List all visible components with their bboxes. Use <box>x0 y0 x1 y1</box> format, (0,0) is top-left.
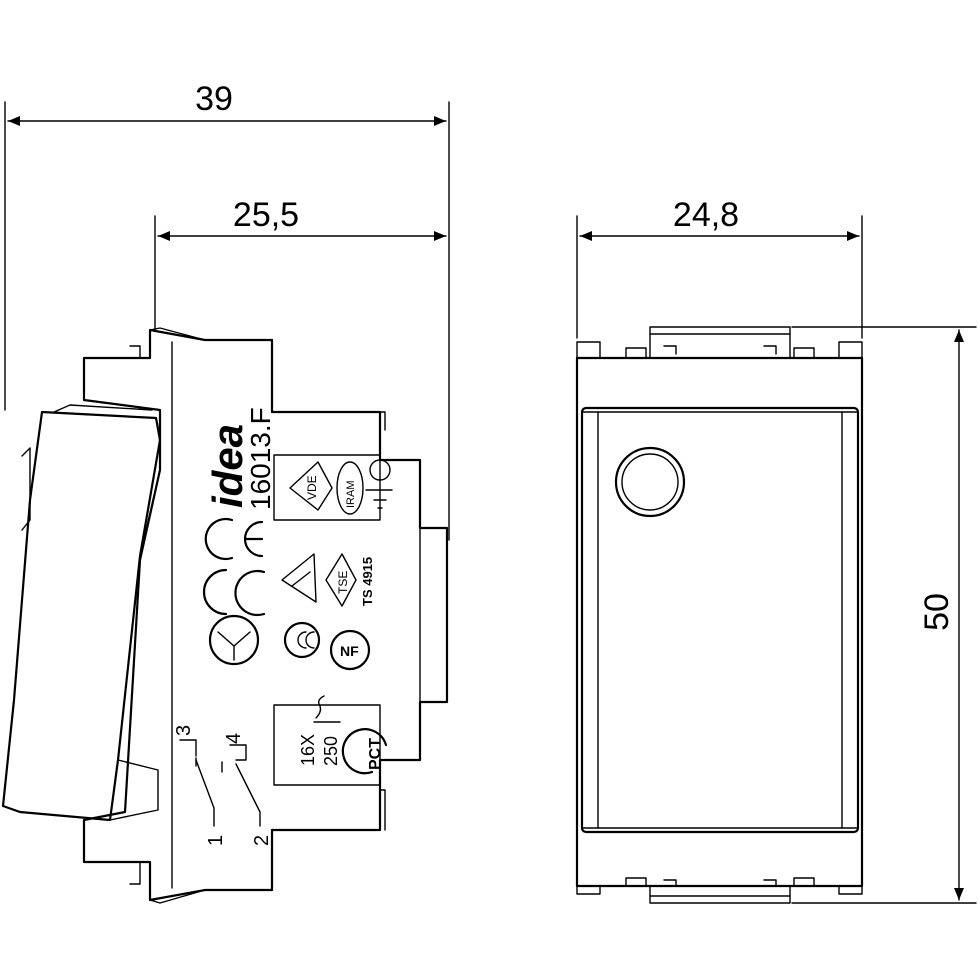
cert-mark-vde: VDE <box>289 461 333 511</box>
cert-mark-iram: IRAM <box>336 461 364 515</box>
svg-text:VDE: VDE <box>305 475 319 500</box>
dimension-body-depth: 25,5 <box>154 196 447 331</box>
dimension-front-height: 50 <box>791 326 977 904</box>
front-housing <box>575 356 864 888</box>
cert-mark-tse: TSE <box>325 553 357 607</box>
svg-text:PCT: PCT <box>367 738 384 770</box>
rating-voltage-label: 250 <box>321 736 341 766</box>
svg-text:IRAM: IRAM <box>345 481 357 509</box>
dimension-front-width: 24,8 <box>576 196 863 339</box>
cert-mark-nf: NF <box>329 629 371 671</box>
standard-code-label: TS 4915 <box>360 557 375 606</box>
svg-text:TSE: TSE <box>336 571 350 594</box>
terminal-4-label: 4 <box>223 733 245 744</box>
terminal-1-label: 1 <box>205 835 227 846</box>
dimension-overall-width: 39 <box>4 80 450 541</box>
svg-text:NF: NF <box>340 643 359 659</box>
dimension-body-depth-label: 25,5 <box>233 196 299 234</box>
model-label: 16013.F <box>245 407 276 510</box>
cert-mark-mexico <box>208 614 260 666</box>
front-key-face <box>580 406 860 834</box>
cert-mark-semko <box>281 553 317 603</box>
cert-mark-pct: PCT <box>341 728 388 775</box>
ground-symbol-icon <box>365 459 393 509</box>
wiring-diagram: 3 4 1 2 <box>173 725 273 846</box>
indicator-lens <box>614 446 686 518</box>
terminal-2-label: 2 <box>251 835 273 846</box>
cert-mark-ccc <box>283 621 321 659</box>
c-mark-icon <box>202 568 266 617</box>
mounting-frame <box>82 328 449 902</box>
side-view: idea 16013.F VDE IRAM TSE <box>1 327 449 904</box>
front-view <box>575 326 864 904</box>
ce-mark-icon <box>204 517 264 561</box>
dimension-front-width-label: 24,8 <box>673 196 739 234</box>
dimension-front-height-label: 50 <box>918 593 956 631</box>
dimension-overall-width-label: 39 <box>195 80 233 118</box>
terminal-3-label: 3 <box>173 725 195 736</box>
rating-current-label: 16X <box>298 734 318 766</box>
brand-label: idea <box>204 424 251 508</box>
